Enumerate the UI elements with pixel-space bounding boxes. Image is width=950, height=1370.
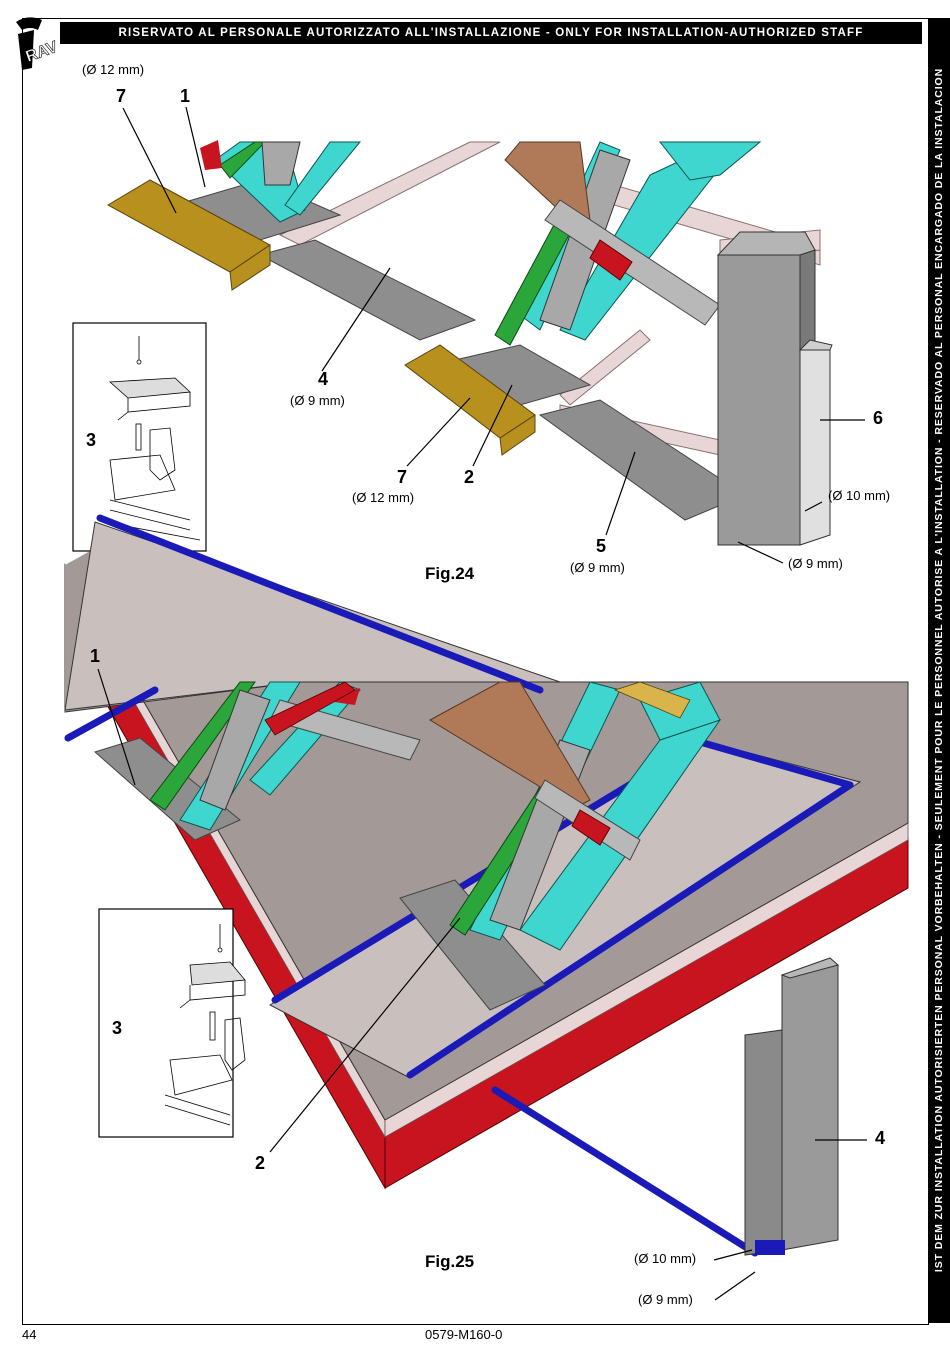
fig24-callout-5: 5 — [596, 536, 607, 556]
fig25-callout-1: 1 — [90, 646, 101, 666]
fig24-callout-7a-diameter: (Ø 12 mm) — [82, 62, 145, 77]
page-number: 44 — [22, 1327, 37, 1342]
fig24-callout-7a: 7 — [116, 86, 127, 106]
fig24-callout-4-diameter: (Ø 9 mm) — [290, 393, 345, 408]
fig24-callout-7b: 7 — [397, 467, 408, 487]
document-code: 0579-M160-0 — [425, 1327, 503, 1342]
fig24-callout-2: 2 — [464, 467, 475, 487]
fig24-note-9mm: (Ø 9 mm) — [788, 556, 843, 571]
fig24-callout-7b-diameter: (Ø 12 mm) — [352, 490, 415, 505]
fig25-note-9mm: (Ø 9 mm) — [638, 1292, 693, 1307]
fig24-callout-1: 1 — [180, 86, 191, 106]
header-banner: RISERVATO AL PERSONALE AUTORIZZATO ALL'I… — [60, 22, 922, 44]
fig24-note-10mm: (Ø 10 mm) — [828, 488, 891, 503]
fig24-callout-3: 3 — [86, 430, 97, 450]
fig25-callout-2: 2 — [255, 1153, 266, 1173]
fig25-caption: Fig.25 — [425, 1252, 475, 1271]
header-text: RISERVATO AL PERSONALE AUTORIZZATO ALL'I… — [118, 27, 864, 39]
fig24-callout-4: 4 — [318, 369, 329, 389]
rav-logo: RAV — [16, 17, 60, 70]
fig24-callout-6: 6 — [873, 408, 884, 428]
fig24-caption: Fig.24 — [425, 564, 475, 583]
sidebar-banner — [928, 18, 950, 1323]
fig25-note-10mm: (Ø 10 mm) — [634, 1251, 697, 1266]
fig24-callout-5-diameter: (Ø 9 mm) — [570, 560, 625, 575]
fig25-callout-4: 4 — [875, 1128, 886, 1148]
fig25-callout-3: 3 — [112, 1018, 123, 1038]
